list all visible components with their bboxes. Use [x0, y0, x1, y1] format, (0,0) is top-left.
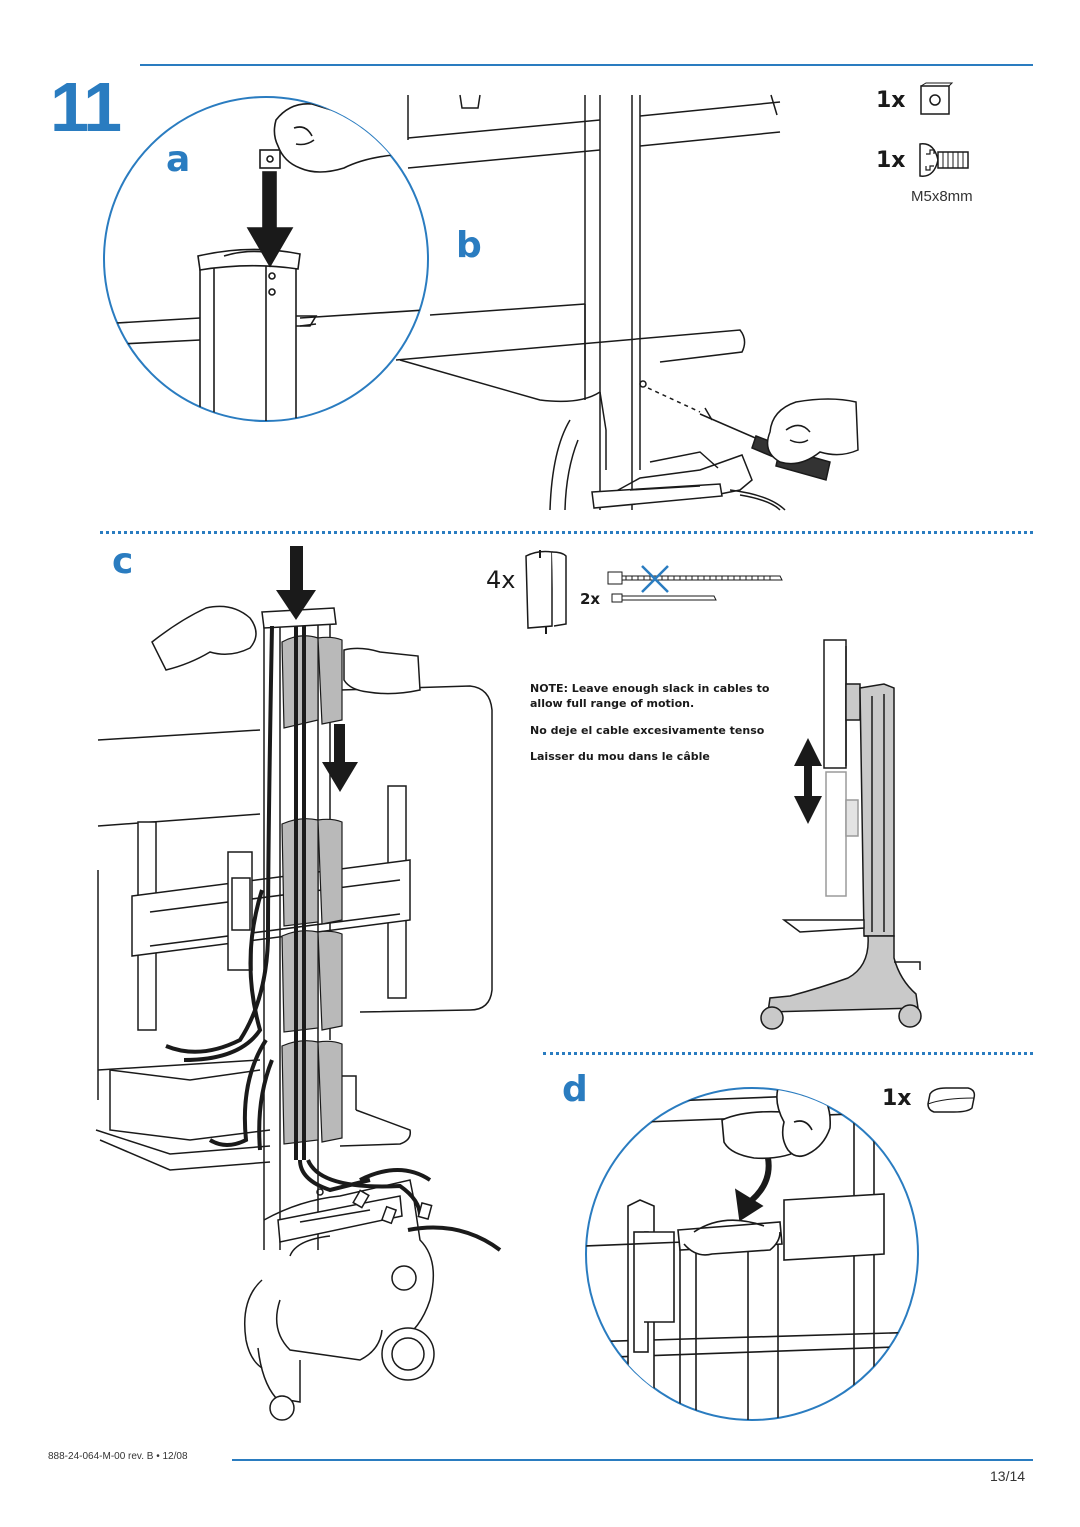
part-qty-cable-tie: 2x — [580, 590, 601, 608]
part-qty-cable-cover: 4x — [486, 566, 516, 594]
detail-circle-d — [585, 1087, 919, 1421]
section-divider-1 — [100, 531, 1033, 534]
document-code: 888-24-064-M-00 rev. B • 12/08 — [48, 1451, 188, 1462]
step-number: 11 — [50, 68, 122, 146]
detail-circle-a — [103, 96, 429, 422]
motion-range-diagram — [760, 639, 922, 1030]
screw-spec: M5x8mm — [911, 188, 973, 205]
end-cap-icon — [927, 1087, 976, 1113]
screw-icon — [919, 143, 969, 177]
illustration-c — [95, 546, 502, 1421]
note-french: Laisser du mou dans le câble — [530, 750, 710, 763]
cable-cover-icon — [525, 550, 567, 634]
cable-tie-icon — [607, 565, 783, 603]
top-rule — [140, 64, 1033, 66]
page-number: 13/14 — [990, 1468, 1026, 1484]
bottom-rule — [232, 1459, 1033, 1461]
note-spanish: No deje el cable excesivamente tenso — [530, 724, 765, 737]
part-qty-end-cap: 1x — [882, 1086, 912, 1111]
step-letter-d: d — [562, 1069, 588, 1110]
illustration-ab — [395, 94, 859, 511]
note-english: NOTE: Leave enough slack in cables to al… — [530, 682, 770, 710]
square-nut-icon — [920, 82, 954, 115]
part-qty-nut: 1x — [876, 88, 906, 113]
part-qty-screw: 1x — [876, 148, 906, 173]
step-letter-c: c — [112, 541, 134, 582]
step-letter-a: a — [166, 139, 191, 180]
step-letter-b: b — [456, 225, 482, 266]
section-divider-2 — [543, 1052, 1033, 1055]
